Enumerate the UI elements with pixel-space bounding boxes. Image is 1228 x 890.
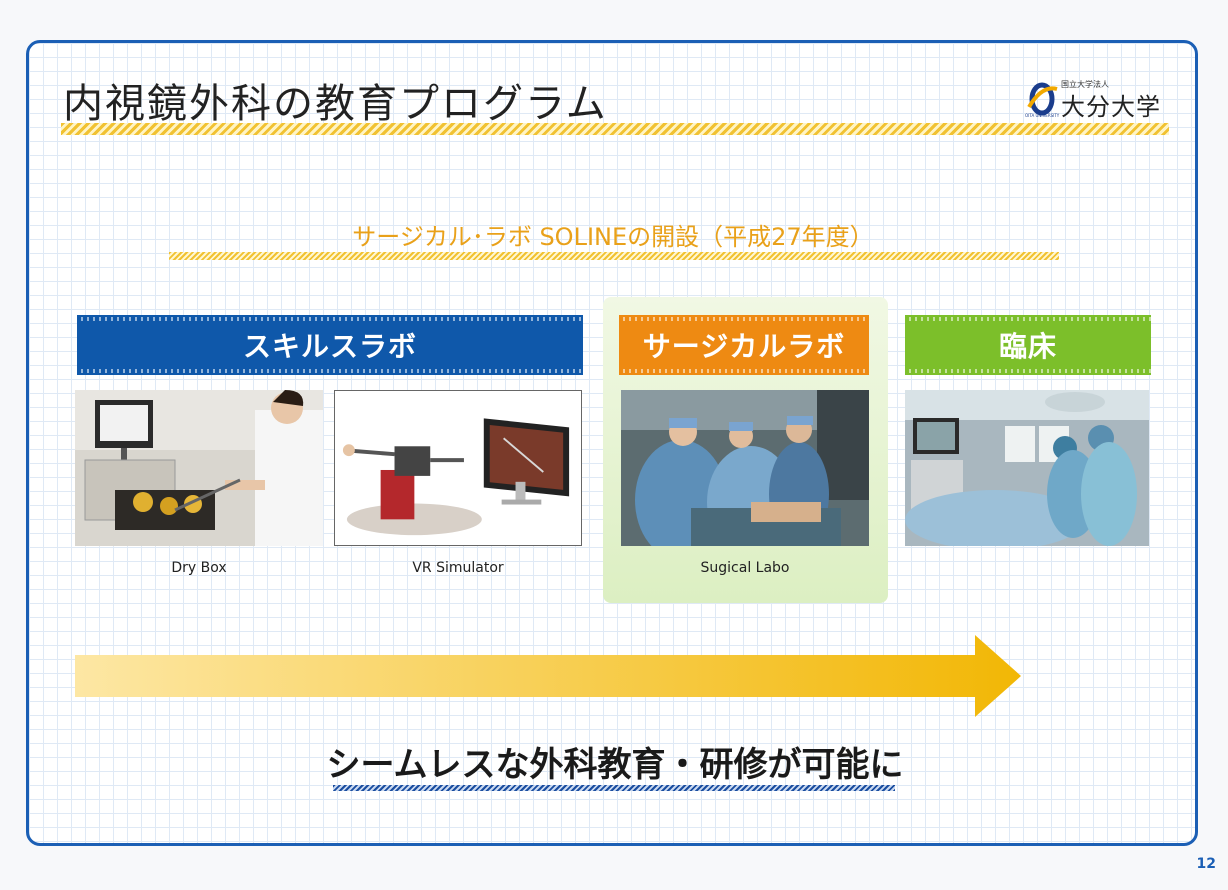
banner-clinical-label: 臨床: [998, 330, 1057, 363]
banner-skills-lab-label: スキルスラボ: [242, 330, 417, 363]
slogan: シームレスな外科教育・研修が可能に: [326, 745, 904, 785]
subtitle-underline: [169, 252, 1059, 260]
slide-card: 内視鏡外科の教育プログラム 国立大学法人 大分大学 OITA UNIVERSIT…: [26, 40, 1198, 846]
vr-simulator-photo: [334, 390, 582, 546]
progression-arrow-icon: [75, 635, 1021, 717]
logo-mark-icon: [1027, 82, 1058, 116]
banner-surgical-lab-label: サージカルラボ: [642, 330, 846, 363]
university-logo: 国立大学法人 大分大学 OITA UNIVERSITY: [1025, 77, 1175, 121]
dry-box-photo: [75, 390, 323, 546]
slogan-underline: [333, 785, 895, 791]
logo-small-text: 国立大学法人: [1061, 80, 1109, 89]
title-underline: [61, 123, 1169, 135]
logo-english-text: OITA UNIVERSITY: [1025, 113, 1060, 118]
page-number: 12: [1196, 856, 1216, 872]
caption-dry-box: Dry Box: [171, 560, 227, 576]
banner-surgical-lab: サージカルラボ: [619, 315, 869, 375]
logo-name: 大分大学: [1061, 93, 1161, 121]
page-title: 内視鏡外科の教育プログラム: [63, 81, 608, 127]
banner-clinical: 臨床: [905, 315, 1151, 375]
subtitle: サージカル･ラボ SOLINEの開設（平成27年度）: [352, 223, 874, 251]
caption-vr-simulator: VR Simulator: [412, 560, 504, 576]
banner-skills-lab: スキルスラボ: [77, 315, 583, 375]
caption-surgical-labo: Sugical Labo: [700, 560, 790, 576]
surgical-labo-photo: [621, 390, 869, 546]
clinical-photo: [905, 390, 1149, 546]
